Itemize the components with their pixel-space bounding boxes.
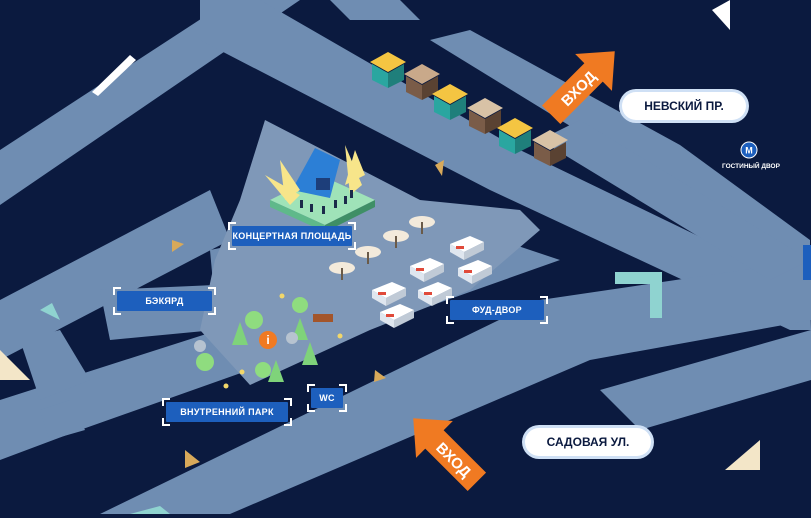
food-truck-icon: [458, 260, 492, 284]
umbrella-table-icon: [409, 216, 435, 234]
tree-icon: [232, 322, 248, 345]
tree-icon: [255, 362, 271, 378]
tree-icon: [292, 297, 308, 313]
zone-label-food-text: ФУД-ДВОР: [472, 305, 522, 315]
market-tent-icon: [432, 84, 468, 120]
road-right-bottom: [600, 330, 811, 430]
tree-icon: [302, 342, 318, 365]
decor-gold-2: [172, 240, 184, 252]
tree-icon: [245, 311, 263, 329]
zone-label-backyard-text: БЭКЯРД: [145, 296, 184, 306]
block-far-left: [20, 330, 90, 400]
decor-white-bar: [92, 55, 136, 96]
food-truck-icon: [372, 282, 406, 306]
park-trees: [194, 293, 343, 389]
food-trucks: [372, 236, 492, 328]
zone-label-food[interactable]: ФУД-ДВОР: [446, 296, 548, 324]
decor-gold-1: [435, 160, 444, 176]
umbrella-table-icon: [329, 262, 355, 280]
zone-label-backyard[interactable]: БЭКЯРД: [113, 287, 216, 315]
block-bottom-left: [40, 400, 85, 440]
food-truck-icon: [410, 258, 444, 282]
umbrella-tables: [329, 216, 435, 280]
food-truck-icon: [450, 236, 484, 260]
market-tents: [370, 52, 568, 166]
market-tent-icon: [404, 64, 440, 100]
decor-teal-corner: [615, 272, 662, 318]
metro-caption: ГОСТИНЫЙ ДВОР: [722, 163, 780, 170]
decor-gold-4: [185, 450, 200, 468]
lamp-icon: [223, 293, 343, 389]
decor-gold-3: [374, 370, 386, 382]
market-tent-icon: [370, 52, 406, 88]
stage-icon: [265, 145, 375, 232]
entrance-arrow-icon: [413, 418, 487, 492]
umbrella-table-icon: [383, 230, 409, 248]
bench-icon: [313, 314, 333, 322]
metro-letter: М: [745, 146, 753, 156]
entrance-arrow-icon: [541, 51, 615, 125]
zone-label-wc-text: WC: [319, 393, 335, 403]
food-truck-icon: [418, 282, 452, 306]
tree-icon: [268, 360, 284, 382]
decor-white-triangle-top: [712, 0, 730, 30]
entrance-south[interactable]: ВХОД: [395, 400, 495, 500]
metro-icon[interactable]: М: [740, 141, 758, 159]
decor-teal-left: [40, 303, 60, 320]
road-bottom: [100, 260, 811, 514]
umbrella-table-icon: [355, 246, 381, 264]
zone-label-wc[interactable]: WC: [307, 384, 347, 412]
zone-label-concert[interactable]: КОНЦЕРТНАЯ ПЛОЩАДЬ: [228, 222, 356, 250]
road-upper-band: [200, 0, 811, 330]
street-nevsky: НЕВСКИЙ ПР.: [622, 92, 746, 120]
road-right-diagonal: [540, 120, 810, 280]
zone-label-park-text: ВНУТРЕННИЙ ПАРК: [180, 407, 274, 417]
decor-cream-left: [0, 350, 30, 380]
decor-cream-triangle: [725, 440, 760, 470]
food-truck-icon: [380, 304, 414, 328]
rock-icon: [286, 332, 298, 344]
market-tent-icon: [497, 118, 533, 154]
market-tent-icon: [532, 130, 568, 166]
tree-icon: [196, 353, 214, 371]
road-top-stub: [330, 0, 420, 20]
zone-label-park[interactable]: ВНУТРЕННИЙ ПАРК: [162, 398, 292, 426]
street-sadovaya: САДОВАЯ УЛ.: [525, 428, 651, 456]
info-icon[interactable]: i: [259, 331, 277, 349]
decor-blue-edge: [803, 245, 811, 280]
decor-teal-bottom: [130, 506, 170, 514]
rock-icon: [194, 340, 206, 352]
info-icon-glyph: i: [266, 333, 269, 347]
zone-label-concert-text: КОНЦЕРТНАЯ ПЛОЩАДЬ: [232, 231, 352, 241]
